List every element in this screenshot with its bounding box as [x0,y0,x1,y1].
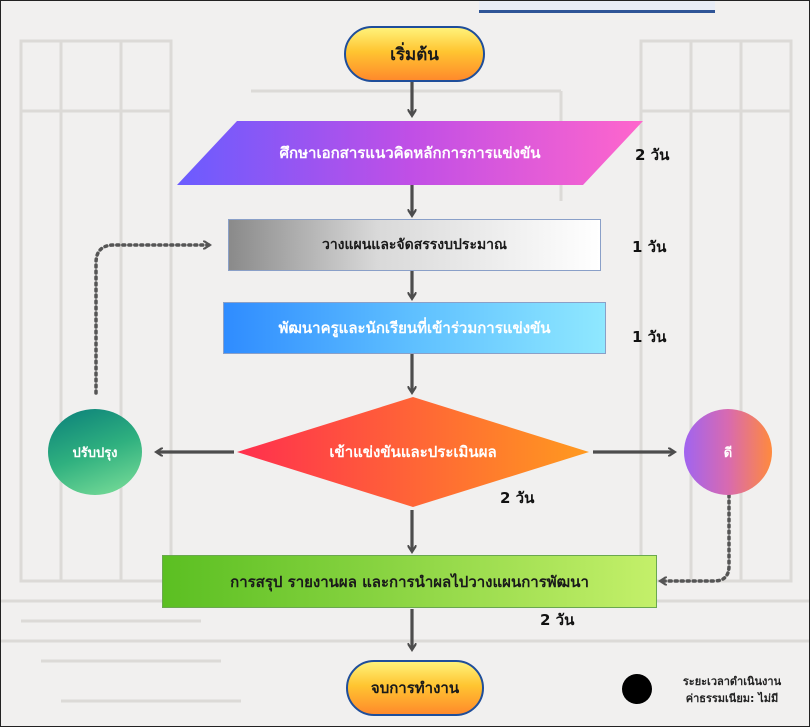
step3-process: พัฒนาครูและนักเรียนที่เข้าร่วมการแข่งขัน [223,302,606,354]
step3-label: พัฒนาครูและนักเรียนที่เข้าร่วมการแข่งขัน [278,319,551,337]
step3-duration: 1 วัน [632,328,667,346]
step4-label: การสรุป รายงานผล และการนำผลไปวางแผนการพั… [230,572,589,591]
step2-duration: 1 วัน [632,238,667,256]
dotted-link-good-to-step4 [661,493,731,581]
start-label: เริ่มต้น [390,44,439,65]
good-circle: ดี [684,409,772,495]
decision-diamond: เข้าแข่งขันและประเมินผล [237,397,589,507]
improve-circle: ปรับปรุง [48,409,142,495]
top-banner-edge [479,1,715,13]
dotted-loop-improve-to-step2 [94,245,209,395]
step1-duration: 2 วัน [635,146,670,164]
start-terminal: เริ่มต้น [344,26,485,82]
legend-duration-text: ระยะเวลาดำเนินงาน [682,675,782,688]
step2-process: วางแผนและจัดสรรงบประมาณ [228,219,601,271]
step4-process: การสรุป รายงานผล และการนำผลไปวางแผนการพั… [162,555,657,608]
good-label: ดี [723,445,733,461]
legend: ระยะเวลาดำเนินงาน ค่าธรรมเนียม: ไม่มี [662,673,802,707]
decision-label: เข้าแข่งขันและประเมินผล [329,443,497,461]
decision-duration: 2 วัน [500,489,535,507]
legend-fee-text: ค่าธรรมเนียม: ไม่มี [685,692,779,705]
step4-duration: 2 วัน [540,611,575,629]
end-label: จบการทำงาน [370,679,460,697]
step1-label: ศึกษาเอกสารแนวคิดหลักการการแข่งขัน [279,144,541,162]
end-terminal: จบการทำงาน [346,660,484,716]
improve-label: ปรับปรุง [72,445,118,461]
step1-parallelogram: ศึกษาเอกสารแนวคิดหลักการการแข่งขัน [177,121,643,185]
step2-label: วางแผนและจัดสรรงบประมาณ [321,237,508,253]
legend-marker [622,674,652,704]
